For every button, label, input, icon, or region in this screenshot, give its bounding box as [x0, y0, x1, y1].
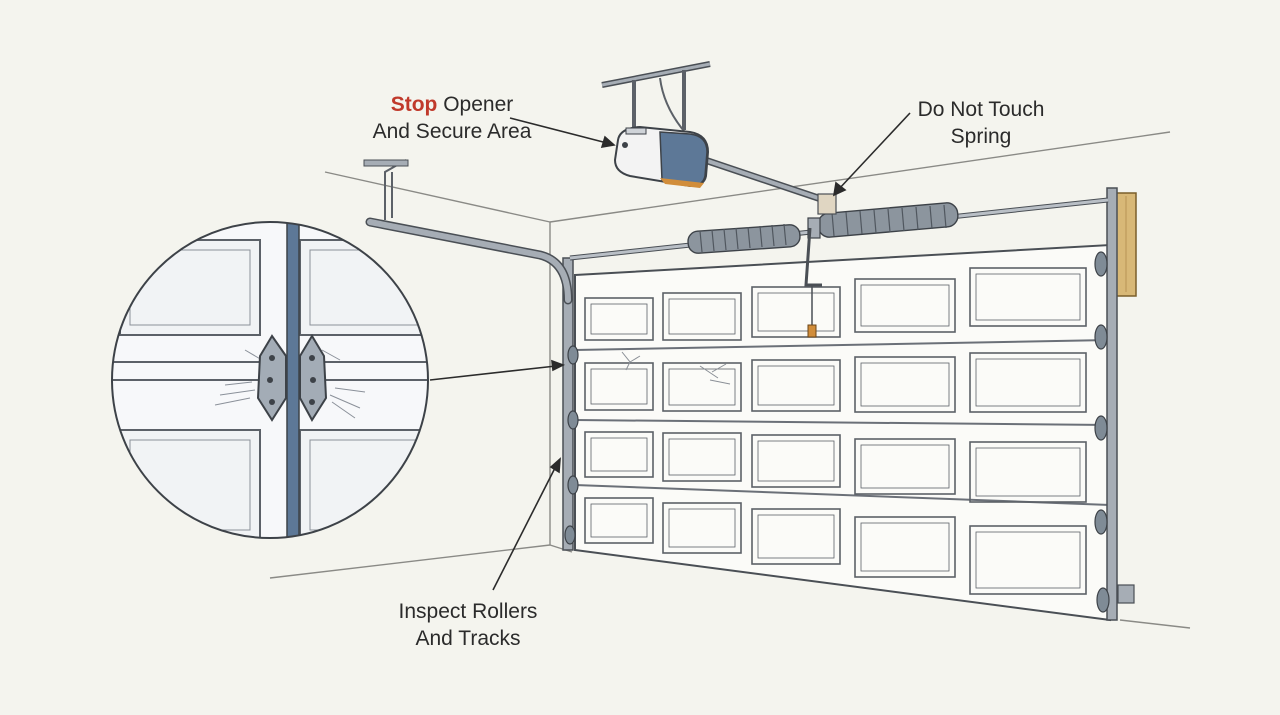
detail-magnifier-icon: [111, 221, 429, 539]
callout-do-not-touch-spring: Do Not Touch Spring: [896, 96, 1066, 150]
torsion-spring-icon: [569, 197, 1109, 338]
callout-accent-word: Stop: [390, 93, 438, 116]
door-tracks: [562, 187, 1135, 621]
hinge-icon: [256, 334, 328, 422]
callout-spring-line2: Spring: [950, 125, 1012, 148]
callout-rollers-line2: And Tracks: [415, 627, 521, 650]
callout-rollers-line1: Inspect Rollers: [398, 600, 538, 623]
callout-opener-line1: Opener: [437, 93, 514, 116]
callout-opener-line2: And Secure Area: [372, 120, 532, 143]
callout-stop-opener: Stop Opener And Secure Area: [362, 91, 542, 145]
callout-spring-line1: Do Not Touch: [917, 98, 1045, 121]
horizontal-track: [363, 159, 573, 305]
garage-door: [574, 243, 1111, 622]
callout-inspect-rollers: Inspect Rollers And Tracks: [376, 598, 560, 652]
garage-opener-motor-icon: [601, 61, 837, 215]
callout-leaders: [429, 112, 911, 591]
room-outline: [269, 131, 1191, 629]
